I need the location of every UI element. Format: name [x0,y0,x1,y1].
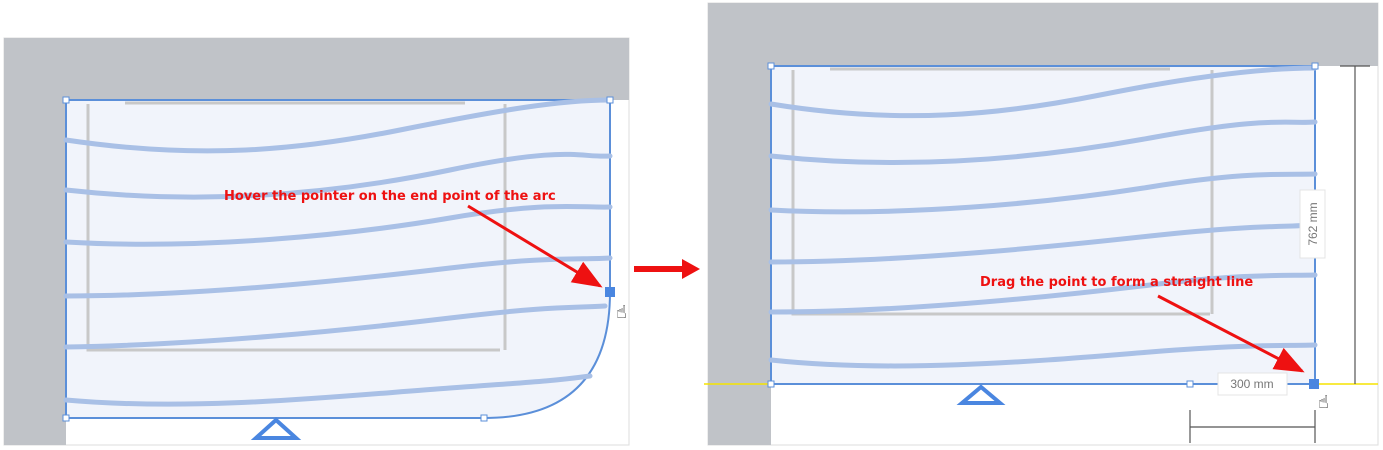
wall-left [4,38,66,445]
wood-grain [768,65,1318,369]
wood-grain [63,97,613,407]
front-side-indicator-icon [250,417,302,440]
front-side-indicator-icon [956,384,1006,405]
arc-end-point-handle[interactable] [605,287,615,297]
vertex-handles[interactable] [767,62,1319,388]
vertex-handles[interactable] [62,96,614,422]
wall-top [708,3,1378,66]
width-dimension-box[interactable] [1217,372,1288,396]
right-panel: 762 mm 300 mm ☝ Drag the point to form a… [704,2,1379,446]
hand-pointer-icon: ☝ [616,302,627,323]
left-callout: Hover the pointer on the end point of th… [224,189,556,204]
right-callout: Drag the point to form a straight line [980,275,1253,290]
height-dimension-box[interactable] [1299,189,1326,259]
width-dimension-label: 300 mm [1230,377,1273,391]
wall-left [708,3,771,445]
height-dimension-label: 762 mm [1306,202,1320,245]
height-dimension-line [1340,65,1370,384]
arrow-right-icon [634,259,700,279]
hand-pointer-icon: ☝ [1318,392,1329,413]
dragged-point-handle[interactable] [1309,379,1319,389]
wall-top [4,38,629,100]
right-callout-arrow [1157,294,1305,373]
countertop-shape[interactable] [65,99,611,419]
left-panel: ☝ Hover the pointer on the end point of … [3,37,630,446]
width-dimension-line [1189,410,1316,443]
left-callout-arrow [467,204,603,288]
